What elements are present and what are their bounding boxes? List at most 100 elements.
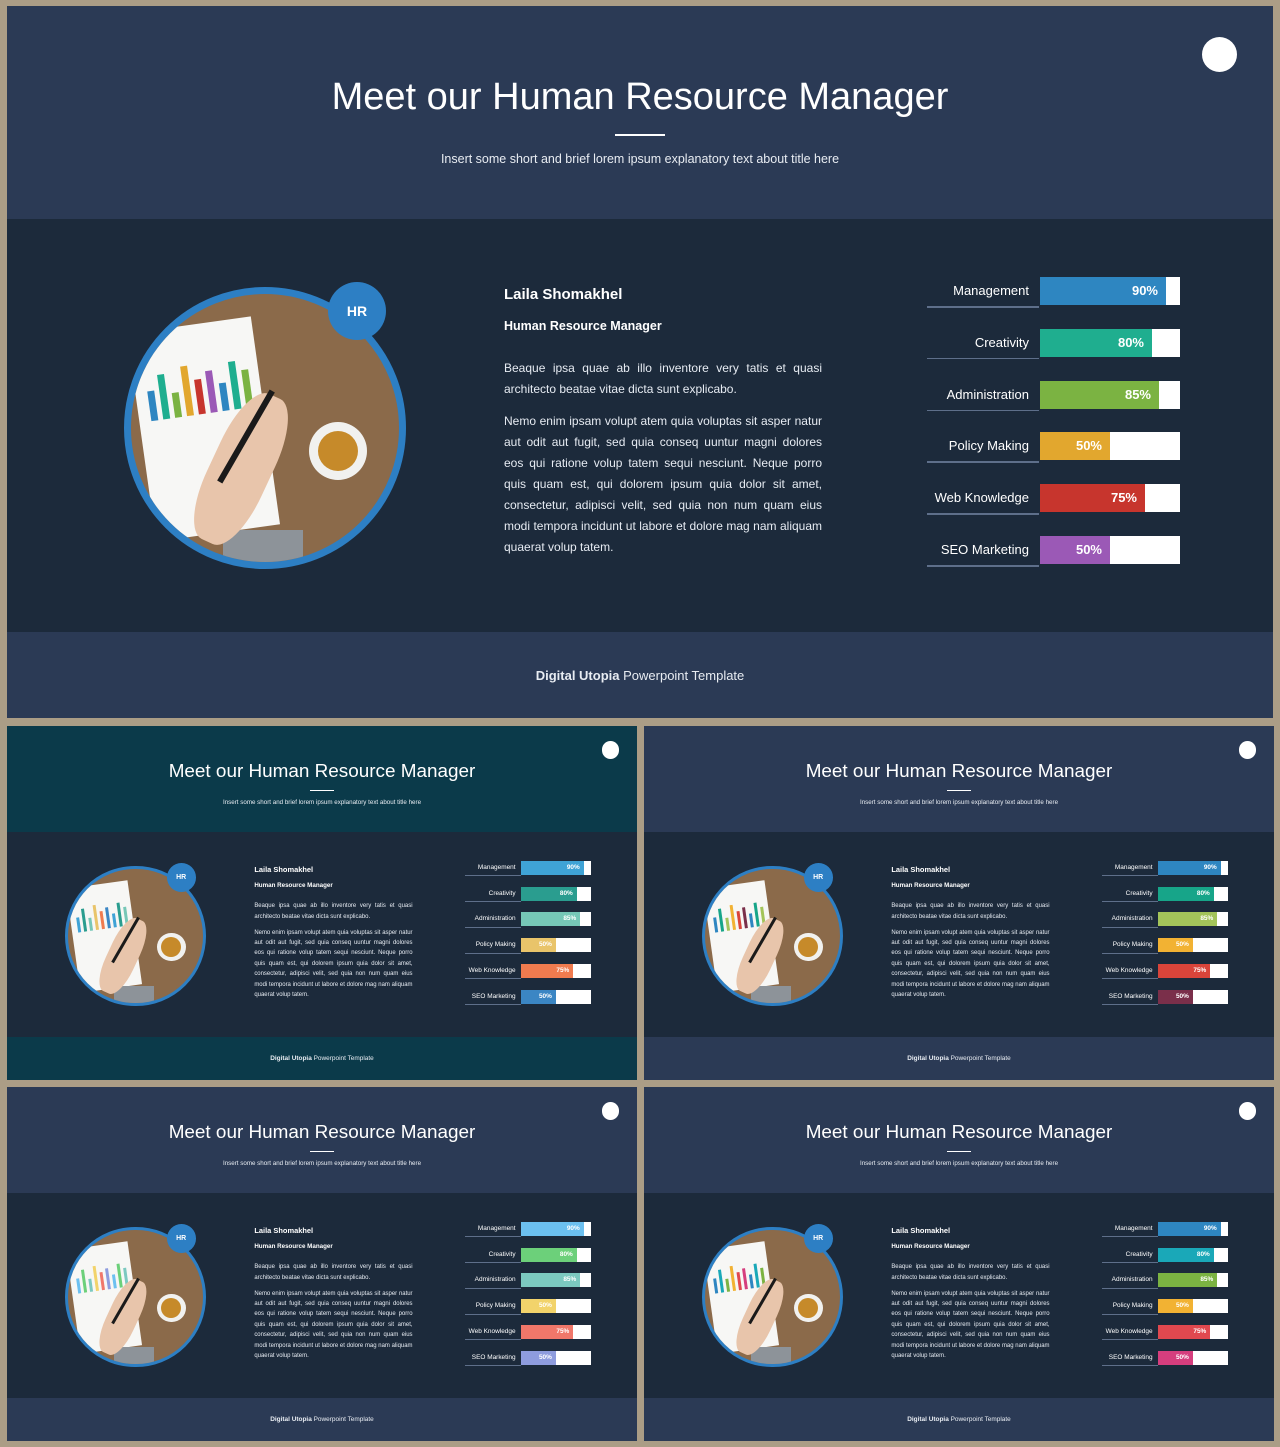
footer-brand: Digital Utopia bbox=[535, 667, 620, 683]
skill-bar-fill: 85% bbox=[1158, 912, 1218, 927]
skill-bar-track: 50% bbox=[1040, 432, 1180, 461]
paper-chart-bar bbox=[753, 902, 761, 927]
white-dot-icon bbox=[601, 741, 620, 759]
skill-bar-fill: 75% bbox=[1158, 1324, 1211, 1339]
paper-chart-bar bbox=[194, 378, 206, 415]
skill-bar-track: 80% bbox=[1158, 1247, 1228, 1262]
skill-bar-fill: 85% bbox=[521, 912, 581, 927]
skill-bar-track: 50% bbox=[521, 1350, 591, 1365]
skill-label: Management bbox=[477, 1224, 516, 1232]
paper-chart-bar bbox=[99, 911, 106, 929]
slide-footer: Digital Utopia Powerpoint Template bbox=[7, 1398, 637, 1441]
paper-chart-bar bbox=[81, 1269, 88, 1293]
skill-bar-track: 85% bbox=[521, 1273, 591, 1288]
skill-underline bbox=[927, 461, 1039, 463]
skill-bar-fill: 50% bbox=[521, 989, 556, 1004]
skill-bar-track: 80% bbox=[521, 1247, 591, 1262]
coffee-image bbox=[798, 1298, 819, 1318]
title-underline bbox=[309, 789, 335, 791]
slide-title: Meet our Human Resource Manager bbox=[805, 760, 1113, 782]
skill-bar-fill: 90% bbox=[521, 860, 584, 875]
paper-chart-bar bbox=[729, 904, 737, 930]
skill-label: Administration bbox=[946, 386, 1029, 402]
paper-chart-bar bbox=[81, 908, 88, 932]
skill-underline bbox=[464, 1313, 521, 1315]
skill-bar-fill: 80% bbox=[521, 886, 577, 901]
paper-chart-bar bbox=[105, 1267, 112, 1289]
paper-chart-bar bbox=[88, 1278, 94, 1292]
skill-underline bbox=[1101, 875, 1158, 876]
bio-paragraph-1: Beaque ipsa quae ab illo inventore very … bbox=[504, 361, 822, 396]
paper-chart-bar bbox=[725, 917, 731, 931]
skill-label: SEO Marketing bbox=[940, 542, 1029, 557]
skill-label: Creativity bbox=[1125, 1250, 1153, 1258]
white-dot-icon bbox=[601, 1102, 620, 1120]
skill-bar-track: 75% bbox=[1040, 484, 1180, 513]
person-name: Laila Shomakhel bbox=[504, 286, 623, 303]
skill-label: SEO Marketing bbox=[1108, 992, 1153, 1000]
skill-bar-track: 85% bbox=[1040, 380, 1180, 409]
person-role: Human Resource Manager bbox=[254, 1242, 333, 1250]
title-underline bbox=[946, 1150, 972, 1152]
skill-label: Management bbox=[1114, 863, 1153, 871]
person-name: Laila Shomakhel bbox=[891, 865, 951, 875]
skill-bar-fill: 90% bbox=[1158, 1221, 1221, 1236]
hr-badge: HR bbox=[803, 1224, 833, 1254]
slide-subtitle: Insert some short and brief lorem ipsum … bbox=[222, 1159, 422, 1167]
footer-text: Powerpoint Template bbox=[313, 1416, 374, 1424]
footer-text: Powerpoint Template bbox=[313, 1055, 374, 1063]
skill-label: Web Knowledge bbox=[1105, 966, 1153, 974]
skill-row: Management 90% bbox=[464, 1221, 592, 1237]
skill-underline bbox=[464, 1365, 521, 1366]
slide: Meet our Human Resource Manager Insert s… bbox=[644, 1087, 1274, 1441]
skill-bar-track: 85% bbox=[521, 912, 591, 927]
skill-underline bbox=[464, 901, 521, 902]
skill-underline bbox=[1101, 1365, 1158, 1366]
slide-title: Meet our Human Resource Manager bbox=[331, 76, 949, 118]
skill-underline bbox=[464, 1287, 521, 1289]
skill-row: Web Knowledge 75% bbox=[927, 484, 1182, 515]
skill-bar-fill: 75% bbox=[521, 963, 574, 978]
paper-chart-bar bbox=[725, 1278, 731, 1292]
skill-bar-track: 50% bbox=[1158, 938, 1228, 953]
skill-label: Web Knowledge bbox=[1105, 1327, 1153, 1335]
skill-bar-track: 75% bbox=[521, 1324, 591, 1339]
paper-chart-bar bbox=[92, 1265, 100, 1291]
coffee-image bbox=[798, 937, 819, 957]
hr-badge: HR bbox=[328, 282, 386, 340]
skill-bar-fill: 90% bbox=[521, 1221, 584, 1236]
skill-underline bbox=[464, 926, 521, 928]
skill-bar-track: 90% bbox=[521, 1221, 591, 1236]
skill-bar-fill: 50% bbox=[1158, 989, 1193, 1004]
paper-chart-bar bbox=[76, 916, 82, 933]
skill-label: Management bbox=[477, 863, 516, 871]
paper-chart-bar bbox=[713, 916, 719, 933]
skill-label: SEO Marketing bbox=[471, 992, 516, 1000]
skill-row: SEO Marketing 50% bbox=[1101, 989, 1229, 1005]
footer-text: Powerpoint Template bbox=[950, 1416, 1011, 1424]
skill-label: SEO Marketing bbox=[471, 1353, 516, 1361]
hr-badge: HR bbox=[166, 1224, 196, 1254]
skill-label: Policy Making bbox=[475, 1302, 516, 1310]
skill-underline bbox=[1101, 1313, 1158, 1315]
sleeve-image bbox=[114, 1347, 154, 1365]
skill-underline bbox=[1101, 1287, 1158, 1289]
skill-bar-fill: 80% bbox=[1040, 328, 1152, 357]
slide-title: Meet our Human Resource Manager bbox=[168, 1121, 476, 1143]
skill-bar-fill: 50% bbox=[521, 938, 556, 953]
slide-footer: Digital Utopia Powerpoint Template bbox=[644, 1398, 1274, 1441]
slide-header: Meet our Human Resource Manager Insert s… bbox=[644, 1087, 1274, 1193]
skill-label: Web Knowledge bbox=[934, 490, 1029, 506]
paper-chart-bar bbox=[111, 912, 118, 928]
bio-paragraph-2: Nemo enim ipsam volupt atem quia volupta… bbox=[254, 1290, 413, 1360]
slide: Meet our Human Resource Manager Insert s… bbox=[7, 6, 1273, 718]
person-role: Human Resource Manager bbox=[504, 319, 662, 333]
